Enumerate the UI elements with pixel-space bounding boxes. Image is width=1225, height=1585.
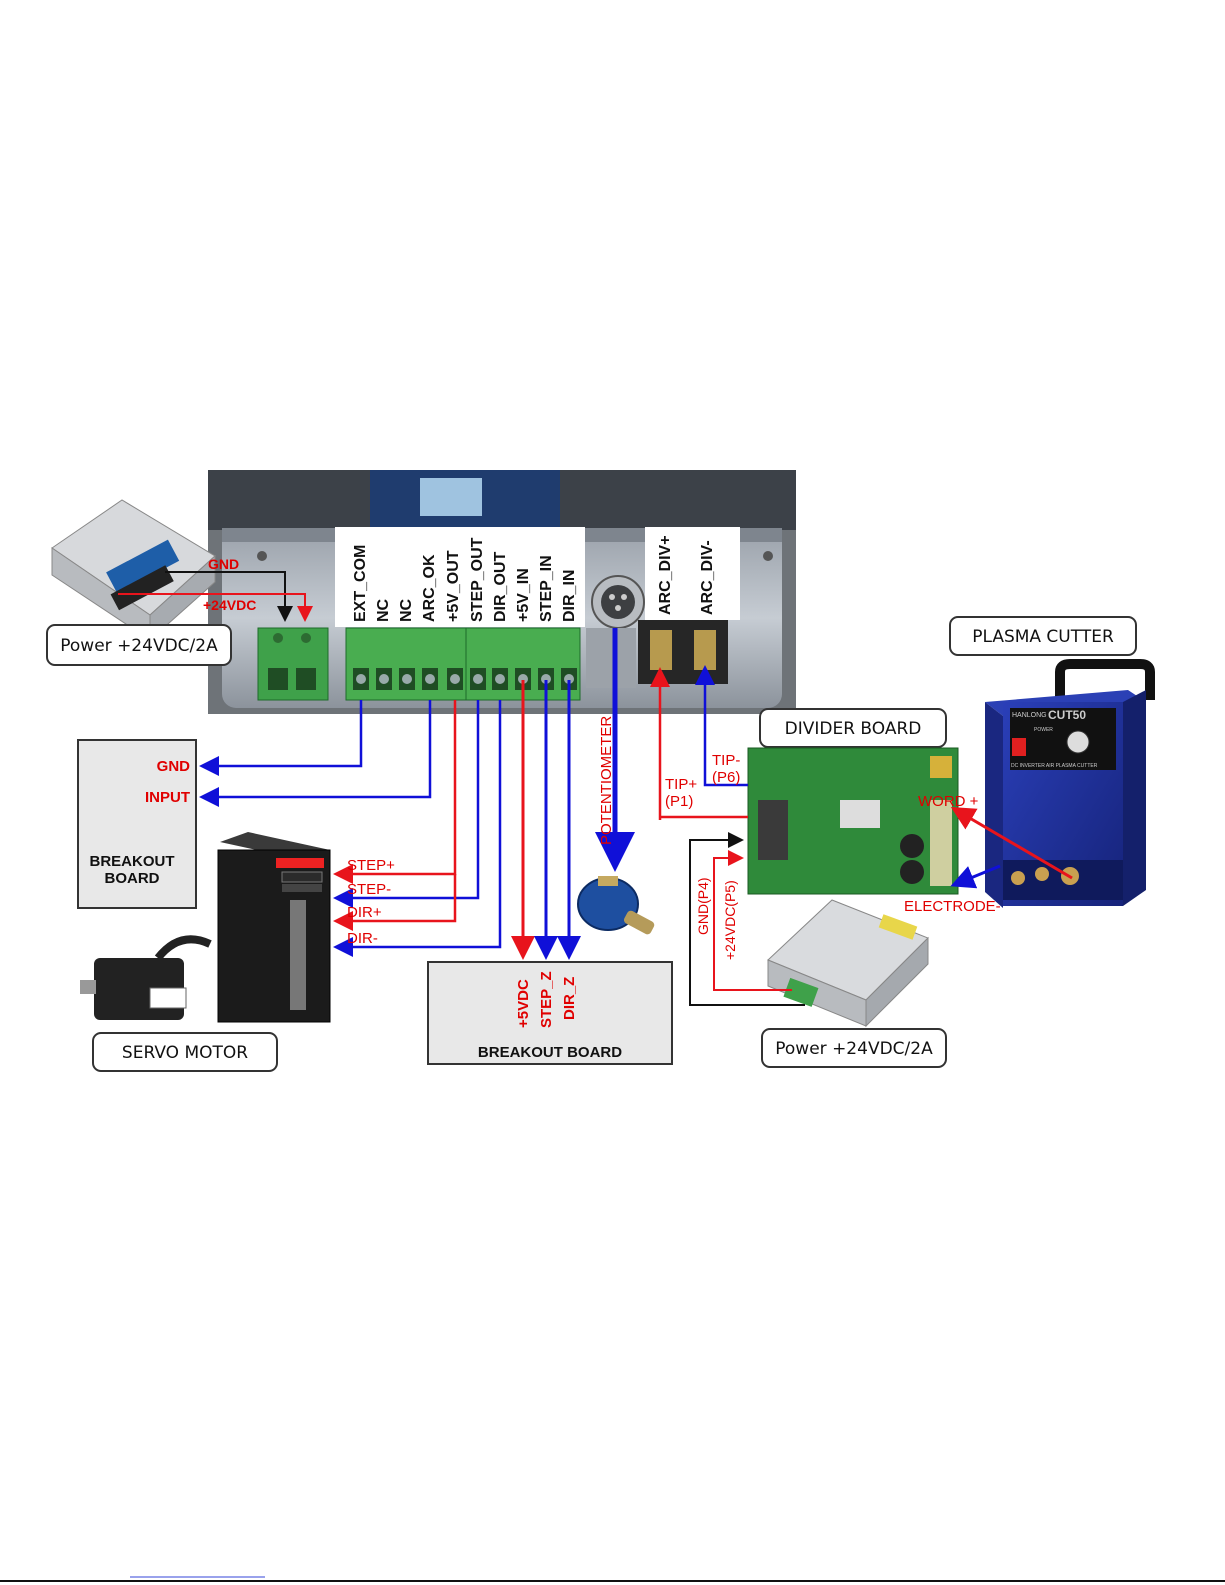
wire-step-minus	[333, 700, 480, 908]
servo-dir-minus-label: DIR-	[347, 930, 378, 947]
servo-motor-label: SERVO MOTOR	[122, 1043, 248, 1063]
divider-p1-label: (P1)	[665, 793, 693, 810]
terminal-screw-head-8	[518, 674, 528, 684]
breakout-left-input-label: INPUT	[145, 789, 190, 806]
terminal-label-5v-in: +5V_IN	[515, 568, 532, 622]
plasma-model: CUT50	[1048, 708, 1086, 722]
servo-motor-photo	[80, 935, 212, 1020]
wire-work-plus	[950, 806, 1073, 880]
wire-step-plus	[333, 700, 457, 884]
power-top-label: Power +24VDC/2A	[60, 636, 218, 656]
wire-24v-p5	[713, 850, 792, 991]
servo-dir-plus-label: DIR+	[347, 904, 382, 921]
divider-tip-plus-label: TIP+	[665, 776, 697, 793]
breakout-bottom-dir-z: DIR_Z	[561, 977, 578, 1020]
breakout-bottom-5vdc: +5VDC	[515, 979, 532, 1028]
servo-step-minus-label: STEP-	[347, 881, 391, 898]
power-bottom-24v-label: +24VDC(P5)	[722, 880, 738, 960]
terminal-screw-head-4	[425, 674, 435, 684]
wire-arc-ok	[199, 700, 432, 807]
power-bottom-gnd-label: GND(P4)	[695, 877, 711, 935]
potentiometer-photo	[577, 876, 655, 935]
terminal-label-arc-ok: ARC_OK	[421, 554, 438, 622]
wire-gnd-p4	[689, 832, 805, 1006]
plasma-brand: HANLONG	[1012, 712, 1047, 719]
plasma-desc: DC INVERTER AIR PLASMA CUTTER	[1011, 763, 1098, 769]
power-bottom-label: Power +24VDC/2A	[775, 1039, 933, 1059]
power-top-gnd-label: GND	[208, 556, 239, 572]
arc-label-div-plus: ARC_DIV+	[657, 535, 674, 615]
wire-electrode	[950, 864, 1001, 889]
terminal-label-nc-1: NC	[375, 598, 392, 622]
plasma-cutter-photo: HANLONG CUT50 POWER DC INVERTER AIR PLAS…	[985, 659, 1155, 908]
plasma-cutter-box: PLASMA CUTTER	[949, 616, 1137, 656]
servo-motor-box: SERVO MOTOR	[92, 1032, 278, 1072]
terminal-screw-head-3	[402, 674, 412, 684]
wire-dir-plus	[333, 874, 457, 931]
plasma-word-plus-label: WORD +	[918, 793, 979, 810]
terminal-screws	[353, 668, 577, 690]
divider-board-label: DIVIDER BOARD	[785, 719, 922, 739]
power-top-24v-label: +24VDC	[203, 597, 256, 613]
terminal-label-ext-com: EXT_COM	[352, 545, 369, 622]
terminal-label-nc-2: NC	[398, 598, 415, 622]
terminal-screw-head-6	[473, 674, 483, 684]
divider-tip-minus-label: TIP-	[712, 752, 740, 769]
breakout-left-title-1: BREAKOUT	[90, 853, 175, 870]
terminal-screw-head-1	[356, 674, 366, 684]
plasma-electrode-label: ELECTRODE-	[904, 898, 1001, 915]
wire-gnd-top	[165, 571, 293, 622]
wire-tip-minus	[695, 665, 748, 787]
divider-board-photo	[747, 747, 959, 895]
terminal-label-dir-out: DIR_OUT	[492, 552, 509, 622]
breakout-board-left: GND INPUT BREAKOUT BOARD	[77, 739, 197, 909]
breakout-bottom-step-z: STEP_Z	[538, 971, 555, 1028]
terminal-label-dir-in: DIR_IN	[561, 570, 578, 622]
arc-label-div-minus: ARC_DIV-	[699, 540, 716, 615]
terminal-label-panel	[335, 527, 585, 627]
terminal-label-step-out: STEP_OUT	[469, 537, 486, 622]
terminal-screw-head-9	[541, 674, 551, 684]
plasma-cutter-label: PLASMA CUTTER	[972, 627, 1114, 647]
power-supply-bottom-photo	[767, 899, 929, 1028]
divider-p6-label: (P6)	[712, 769, 740, 786]
terminal-screw-head-10	[564, 674, 574, 684]
servo-step-plus-label: STEP+	[347, 857, 395, 874]
divider-board-box: DIVIDER BOARD	[759, 708, 947, 748]
terminal-label-step-in: STEP_IN	[538, 555, 555, 622]
arc-label-panel	[645, 527, 740, 620]
wire-ext-com	[199, 700, 363, 776]
terminal-label-5v-out: +5V_OUT	[445, 550, 462, 622]
power-top-box: Power +24VDC/2A	[46, 624, 232, 666]
breakout-left-gnd-label: GND	[157, 758, 191, 775]
servo-drive-photo	[217, 832, 331, 1023]
terminal-screw-head-7	[495, 674, 505, 684]
breakout-board-bottom: BREAKOUT BOARD +5VDC STEP_Z DIR_Z	[427, 961, 673, 1065]
power-supply-top-photo	[51, 499, 216, 642]
wire-24v-top	[118, 593, 313, 622]
breakout-bottom-title: BREAKOUT BOARD	[478, 1044, 622, 1061]
terminal-screw-head-2	[379, 674, 389, 684]
terminal-screw-head-5	[450, 674, 460, 684]
wire-dir-minus	[333, 700, 502, 957]
power-bottom-box: Power +24VDC/2A	[761, 1028, 947, 1068]
plasma-power: POWER	[1034, 727, 1053, 733]
potentiometer-label: POTENTIOMETER	[598, 716, 615, 845]
breakout-left-title-2: BOARD	[105, 870, 160, 887]
